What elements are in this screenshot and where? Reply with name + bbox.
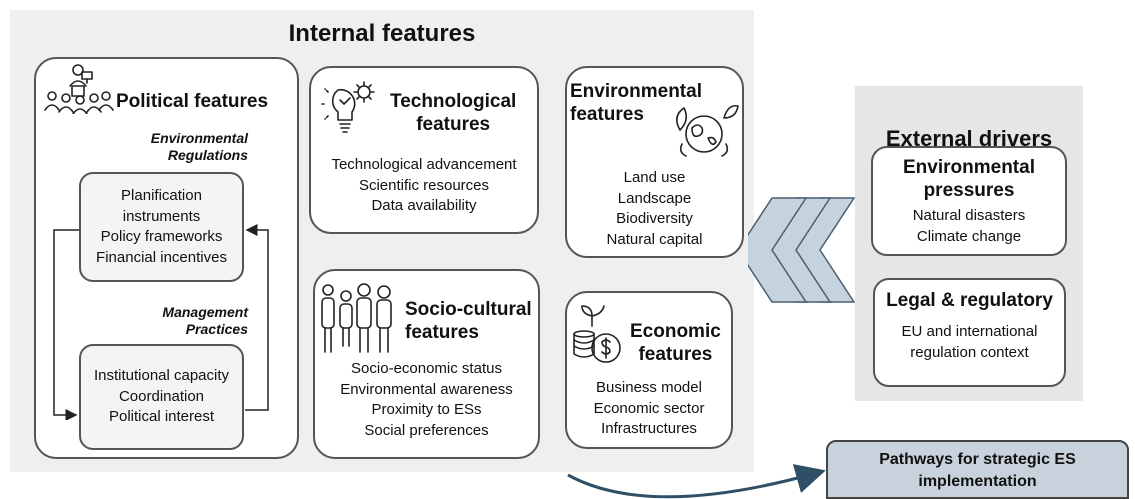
economic-features-title: Economic features <box>630 321 721 365</box>
sociocultural-features-list: Socio-economic status Environmental awar… <box>340 360 513 439</box>
legal-regulatory-title: Legal & regulatory <box>886 290 1053 311</box>
environmental-regulations-list: Planification instruments Policy framewo… <box>96 187 227 266</box>
speaker-audience-icon <box>44 64 114 114</box>
feedback-loop-arrows <box>53 224 269 420</box>
technological-features-title: Technological features <box>390 91 517 135</box>
economic-features-card <box>565 291 733 449</box>
people-group-icon <box>321 283 392 353</box>
technological-features-card <box>309 66 539 234</box>
legal-regulatory-list: EU and international regulation context <box>901 323 1038 361</box>
environmental-pressures-card <box>871 146 1067 256</box>
coins-plant-icon <box>573 305 621 363</box>
technological-features-list: Technological advancement Scientific res… <box>331 156 517 214</box>
sociocultural-features-title: Socio-cultural features <box>405 299 532 343</box>
legal-regulatory-card <box>873 278 1066 387</box>
environmental-regulations-heading: Environmental Regulations <box>150 130 248 163</box>
globe-leaves-icon <box>676 104 739 157</box>
environmental-pressures-title: Environmental pressures <box>903 157 1035 201</box>
internal-features-title: Internal features <box>288 20 476 47</box>
environmental-regulations-box <box>79 172 244 282</box>
sociocultural-features-card <box>313 269 540 459</box>
influence-chevrons <box>748 197 856 303</box>
management-practices-heading: Management Practices <box>162 304 248 337</box>
management-practices-list: Institutional capacity Coordination Poli… <box>93 367 230 425</box>
political-features-title: Political features <box>116 91 269 112</box>
pathways-output-label: Pathways for strategic ES implementation <box>879 451 1076 490</box>
environmental-pressures-list: Natural disasters Climate change <box>912 207 1026 245</box>
lightbulb-gear-icon <box>319 81 375 133</box>
pathway-arrow <box>567 464 826 499</box>
management-practices-box <box>79 344 244 450</box>
environmental-features-title: Environmental features <box>570 81 702 125</box>
environmental-features-card <box>565 66 744 258</box>
economic-features-list: Business model Economic sector Infrastru… <box>593 379 705 437</box>
environmental-features-list: Land use Landscape Biodiversity Natural … <box>606 169 703 248</box>
pathways-output-box <box>826 440 1129 499</box>
